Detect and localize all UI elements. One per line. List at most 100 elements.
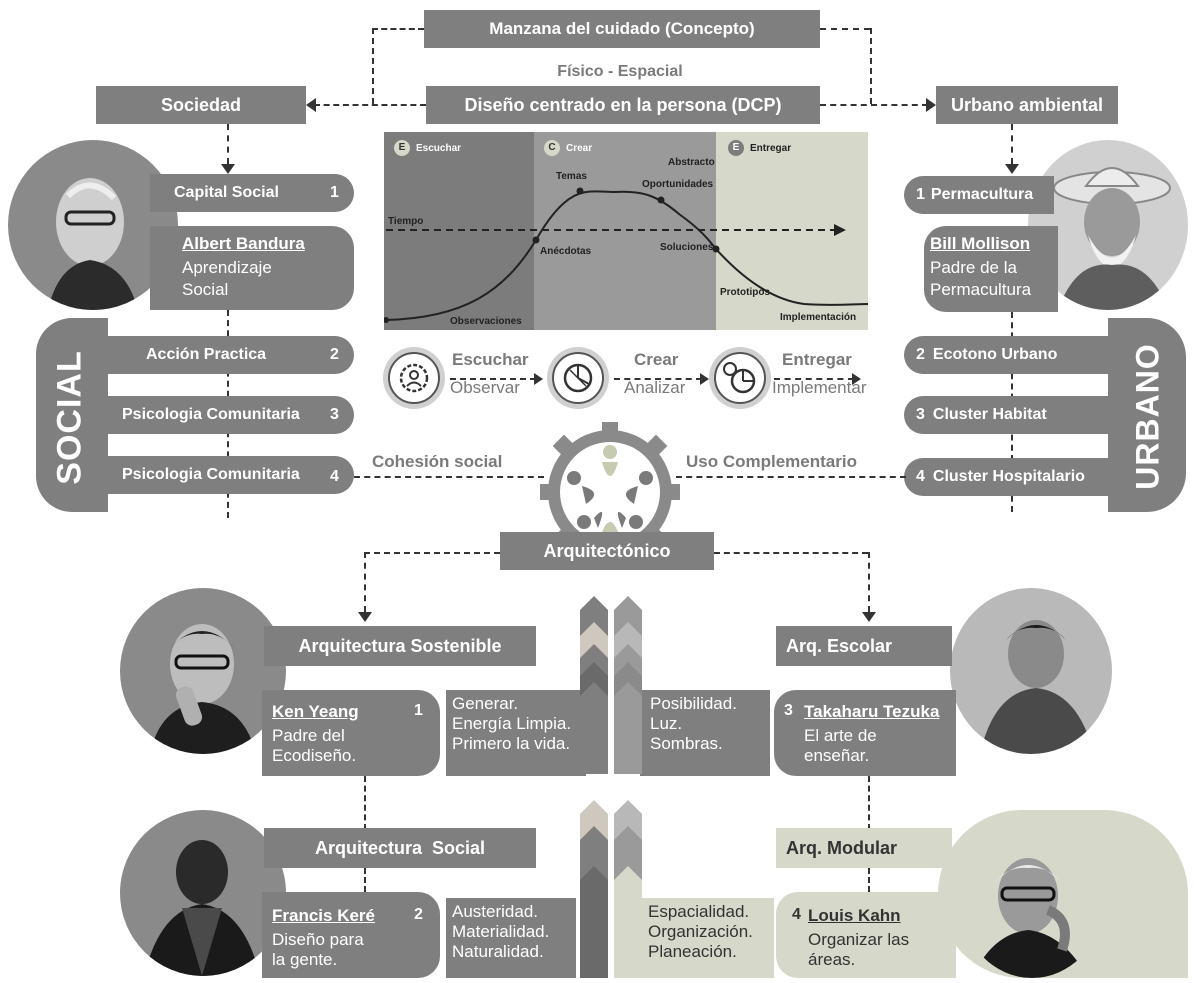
- step-crear-bottom: Analizar: [624, 378, 686, 397]
- step-entregar-icon: [708, 346, 772, 410]
- urban-item-2: 2 Ecotono Urbano: [904, 336, 1114, 374]
- bill-mollison-line2: Permacultura: [930, 280, 1032, 299]
- point-oportunidades: [657, 196, 665, 204]
- takaharu-tezuka-line1: El arte de: [804, 726, 877, 745]
- louis-kahn-portrait: [962, 830, 1102, 978]
- phase-letter-badge: C: [544, 140, 560, 156]
- concept-box: Manzana del cuidado (Concepto): [424, 10, 820, 48]
- list-item: Materialidad.: [452, 922, 550, 941]
- francis-kere-line1: Diseño para: [272, 930, 364, 949]
- uso-complementario-label: Uso Complementario: [686, 452, 857, 471]
- label-abstracto: Abstracto: [668, 157, 715, 168]
- connector-ken-down: [364, 776, 366, 830]
- list-item: Primero la vida.: [452, 734, 571, 753]
- arq-modular-box: Arq. Modular: [776, 828, 952, 868]
- takaharu-tezuka-photo: [950, 588, 1112, 754]
- connector-uso: [676, 476, 906, 478]
- arrow-down-icon: [221, 164, 235, 174]
- social-item-label: Psicologia Comunitaria: [122, 406, 300, 423]
- process-curve: [385, 190, 868, 321]
- list-item: Posibilidad.: [650, 694, 737, 713]
- francis-kere-name: Francis Keré: [272, 906, 375, 925]
- step-escuchar-top: Escuchar: [452, 350, 529, 369]
- step-crear-top: Crear: [634, 350, 679, 369]
- ken-yeang-name: Ken Yeang: [272, 702, 359, 721]
- process-chart-svg: [384, 132, 868, 330]
- arrow-right-icon: [852, 373, 861, 385]
- urban-item-num: 3: [916, 406, 925, 423]
- list-item: Espacialidad.: [648, 902, 750, 921]
- label-temas: Temas: [556, 171, 587, 182]
- connector-urban-down: [1011, 124, 1013, 164]
- ken-yeang-line1: Padre del: [272, 726, 345, 745]
- arq-escolar-box: Arq. Escolar: [776, 626, 952, 666]
- urban-item-label: Cluster Hospitalario: [932, 468, 1085, 485]
- step-escuchar-icon: [382, 346, 446, 410]
- step-arrow-1: [450, 378, 536, 380]
- list-item: Planeación.: [648, 942, 737, 961]
- phase-letter-badge: E: [394, 140, 410, 156]
- list-item: Organización.: [648, 922, 753, 941]
- list-item: Austeridad.: [452, 902, 538, 921]
- connector-tezuka-down: [868, 776, 870, 830]
- social-item-3: Psicologia Comunitaria: [100, 396, 354, 434]
- urban-item-label: Cluster Habitat: [932, 406, 1047, 423]
- arquitectonico-box: Arquitectónico: [500, 532, 714, 570]
- list-item: Luz.: [650, 714, 683, 733]
- list-item: Energía Limpia.: [452, 714, 572, 733]
- social-vertical-label: SOCIAL: [50, 350, 89, 485]
- takaharu-tezuka-card: [774, 690, 956, 776]
- cohesion-social-label: Cohesión social: [372, 452, 503, 471]
- arrow-down-icon: [862, 612, 876, 622]
- urban-item-num: 2: [916, 346, 925, 363]
- albert-bandura-line2: Social: [182, 280, 229, 299]
- connector-cohesion: [354, 476, 544, 478]
- bill-mollison-line1: Padre de la: [930, 258, 1017, 277]
- sostenible-right-list: Posibilidad. Luz. Sombras.: [640, 690, 770, 776]
- chevron-column-top: [578, 596, 644, 774]
- francis-kere-num: 2: [414, 906, 423, 923]
- urban-environment-box: Urbano ambiental: [936, 86, 1118, 124]
- social-item-num: 3: [330, 406, 339, 423]
- albert-bandura-line1: Aprendizaje: [182, 258, 272, 277]
- connector-arq-right: [714, 552, 868, 554]
- point-observaciones: [384, 317, 389, 323]
- list-item: Sombras.: [650, 734, 723, 753]
- social-item-num: 4: [330, 468, 339, 485]
- step-escuchar-bottom: Observar: [450, 378, 520, 397]
- phase-entregar-header: E Entregar: [728, 140, 791, 156]
- arrow-right-icon: [926, 98, 936, 112]
- social-right-list: Espacialidad. Organización. Planeación.: [640, 898, 774, 978]
- connector-concept-left: [372, 28, 424, 30]
- arquitectura-sostenible-box: Arquitectura Sostenible: [264, 626, 536, 666]
- urban-vertical-panel: [1108, 318, 1186, 512]
- albert-bandura-name: Albert Bandura: [182, 234, 305, 253]
- louis-kahn-line2: áreas.: [808, 950, 856, 969]
- phase-escuchar-header: E Escuchar: [394, 140, 461, 156]
- social-item-label: Psicologia Comunitaria: [122, 466, 300, 483]
- label-oportunidades: Oportunidades: [642, 179, 714, 190]
- connector-concept-right-v: [870, 28, 872, 104]
- connector-arq-left: [364, 552, 500, 554]
- list-item: Generar.: [452, 694, 519, 713]
- permacultura-pill: 1 Permacultura: [904, 176, 1054, 214]
- step-arrow-2: [614, 378, 702, 380]
- arrow-down-icon: [1005, 164, 1019, 174]
- urban-item-label: Ecotono Urbano: [932, 346, 1058, 363]
- connector-concept-right: [820, 28, 870, 30]
- step-crear-icon: [546, 346, 610, 410]
- ken-yeang-card: [262, 690, 440, 776]
- francis-kere-card: [262, 892, 440, 978]
- step-entregar-top: Entregar: [782, 350, 852, 369]
- point-temas: [576, 187, 584, 195]
- urban-vertical-label: URBANO: [1129, 343, 1166, 490]
- ken-yeang-photo: [120, 588, 286, 754]
- takaharu-tezuka-name: Takaharu Tezuka: [804, 702, 940, 721]
- permacultura-label: Permacultura: [930, 186, 1034, 203]
- label-tiempo: Tiempo: [388, 216, 424, 227]
- phase-letter-badge: E: [728, 140, 744, 156]
- list-item: Naturalidad.: [452, 942, 544, 961]
- connector-kahn-v: [868, 868, 870, 892]
- arrow-right-icon: [534, 373, 543, 385]
- takaharu-tezuka-line2: enseñar.: [804, 746, 870, 765]
